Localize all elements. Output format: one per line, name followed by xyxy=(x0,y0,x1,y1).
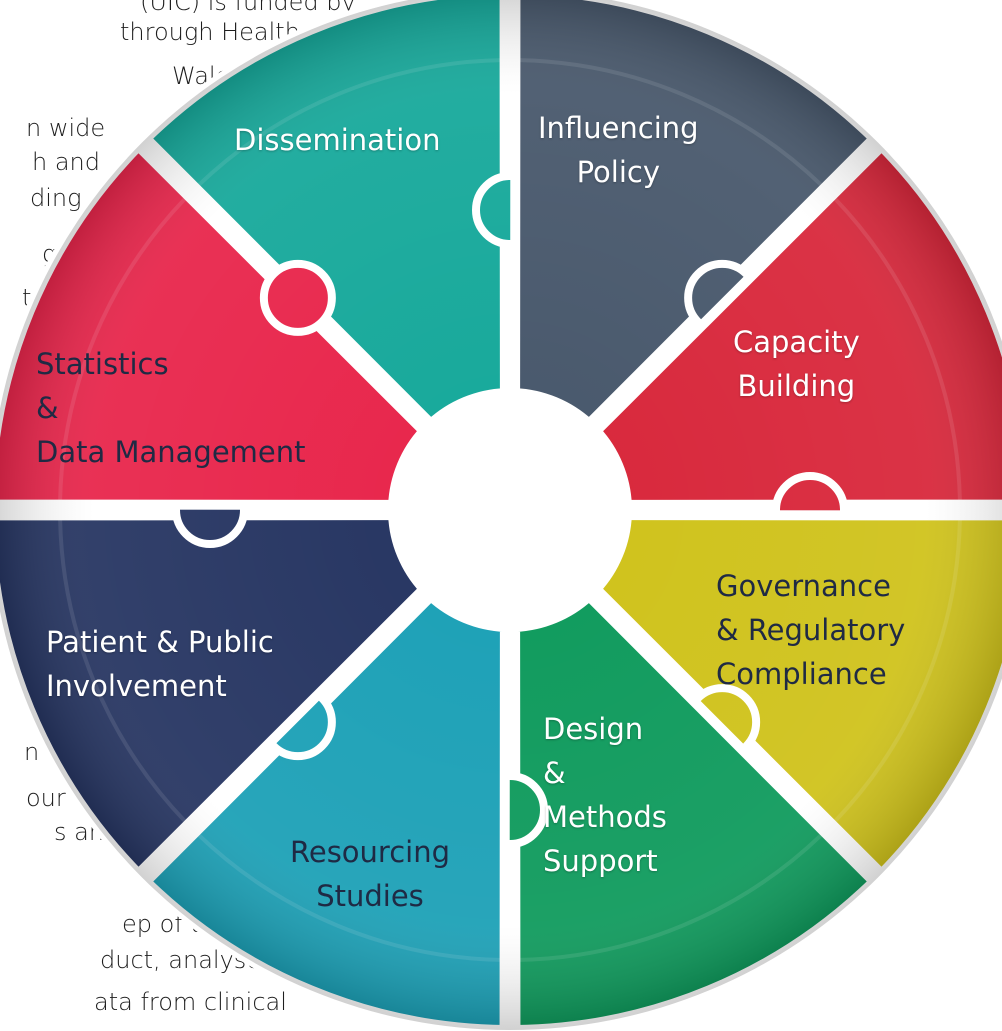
segment-label-line: Resourcing xyxy=(290,835,450,869)
paragraph-line: h and xyxy=(32,148,100,176)
segment-label-line: Capacity xyxy=(733,325,860,359)
segment-label-line: Compliance xyxy=(716,657,887,691)
segment-label-line: Data Management xyxy=(36,435,306,469)
segment-label-line: Building xyxy=(737,369,856,403)
background-paragraph: (UIC) is funded by through Health Wales.… xyxy=(0,0,356,1031)
segment-label-statistics: Statistics & Data Management xyxy=(36,342,306,474)
paragraph-line: through Health xyxy=(120,18,300,46)
paragraph-line: (UIC) is funded by xyxy=(140,0,356,16)
segment-label-line: Statistics xyxy=(36,347,169,381)
segment-label-line: Dissemination xyxy=(234,123,441,157)
segment-label-line: Support xyxy=(543,844,658,878)
paragraph-line: n wide xyxy=(26,114,106,142)
paragraph-line: ata from clinical xyxy=(94,988,287,1016)
segment-label-line: & xyxy=(36,391,59,425)
segment-label-line: Involvement xyxy=(46,669,227,703)
paragraph-line: ding xyxy=(30,184,82,212)
paragraph-line: n xyxy=(24,738,40,766)
segment-label-line: Policy xyxy=(576,155,660,189)
segment-label-line: Methods xyxy=(543,800,667,834)
segment-label-line: Governance xyxy=(716,569,891,603)
segment-label-line: Design xyxy=(543,712,644,746)
segment-label-dissemination: Dissemination xyxy=(234,118,440,162)
segment-label-line: Influencing xyxy=(538,111,699,145)
segment-label-line: & Regulatory xyxy=(716,613,906,647)
segment-label-line: Studies xyxy=(316,879,424,913)
paragraph-line: our xyxy=(26,784,66,812)
segment-label-line: & xyxy=(543,756,566,790)
center-hole xyxy=(398,398,622,622)
segment-label-line: Patient & Public xyxy=(46,625,274,659)
